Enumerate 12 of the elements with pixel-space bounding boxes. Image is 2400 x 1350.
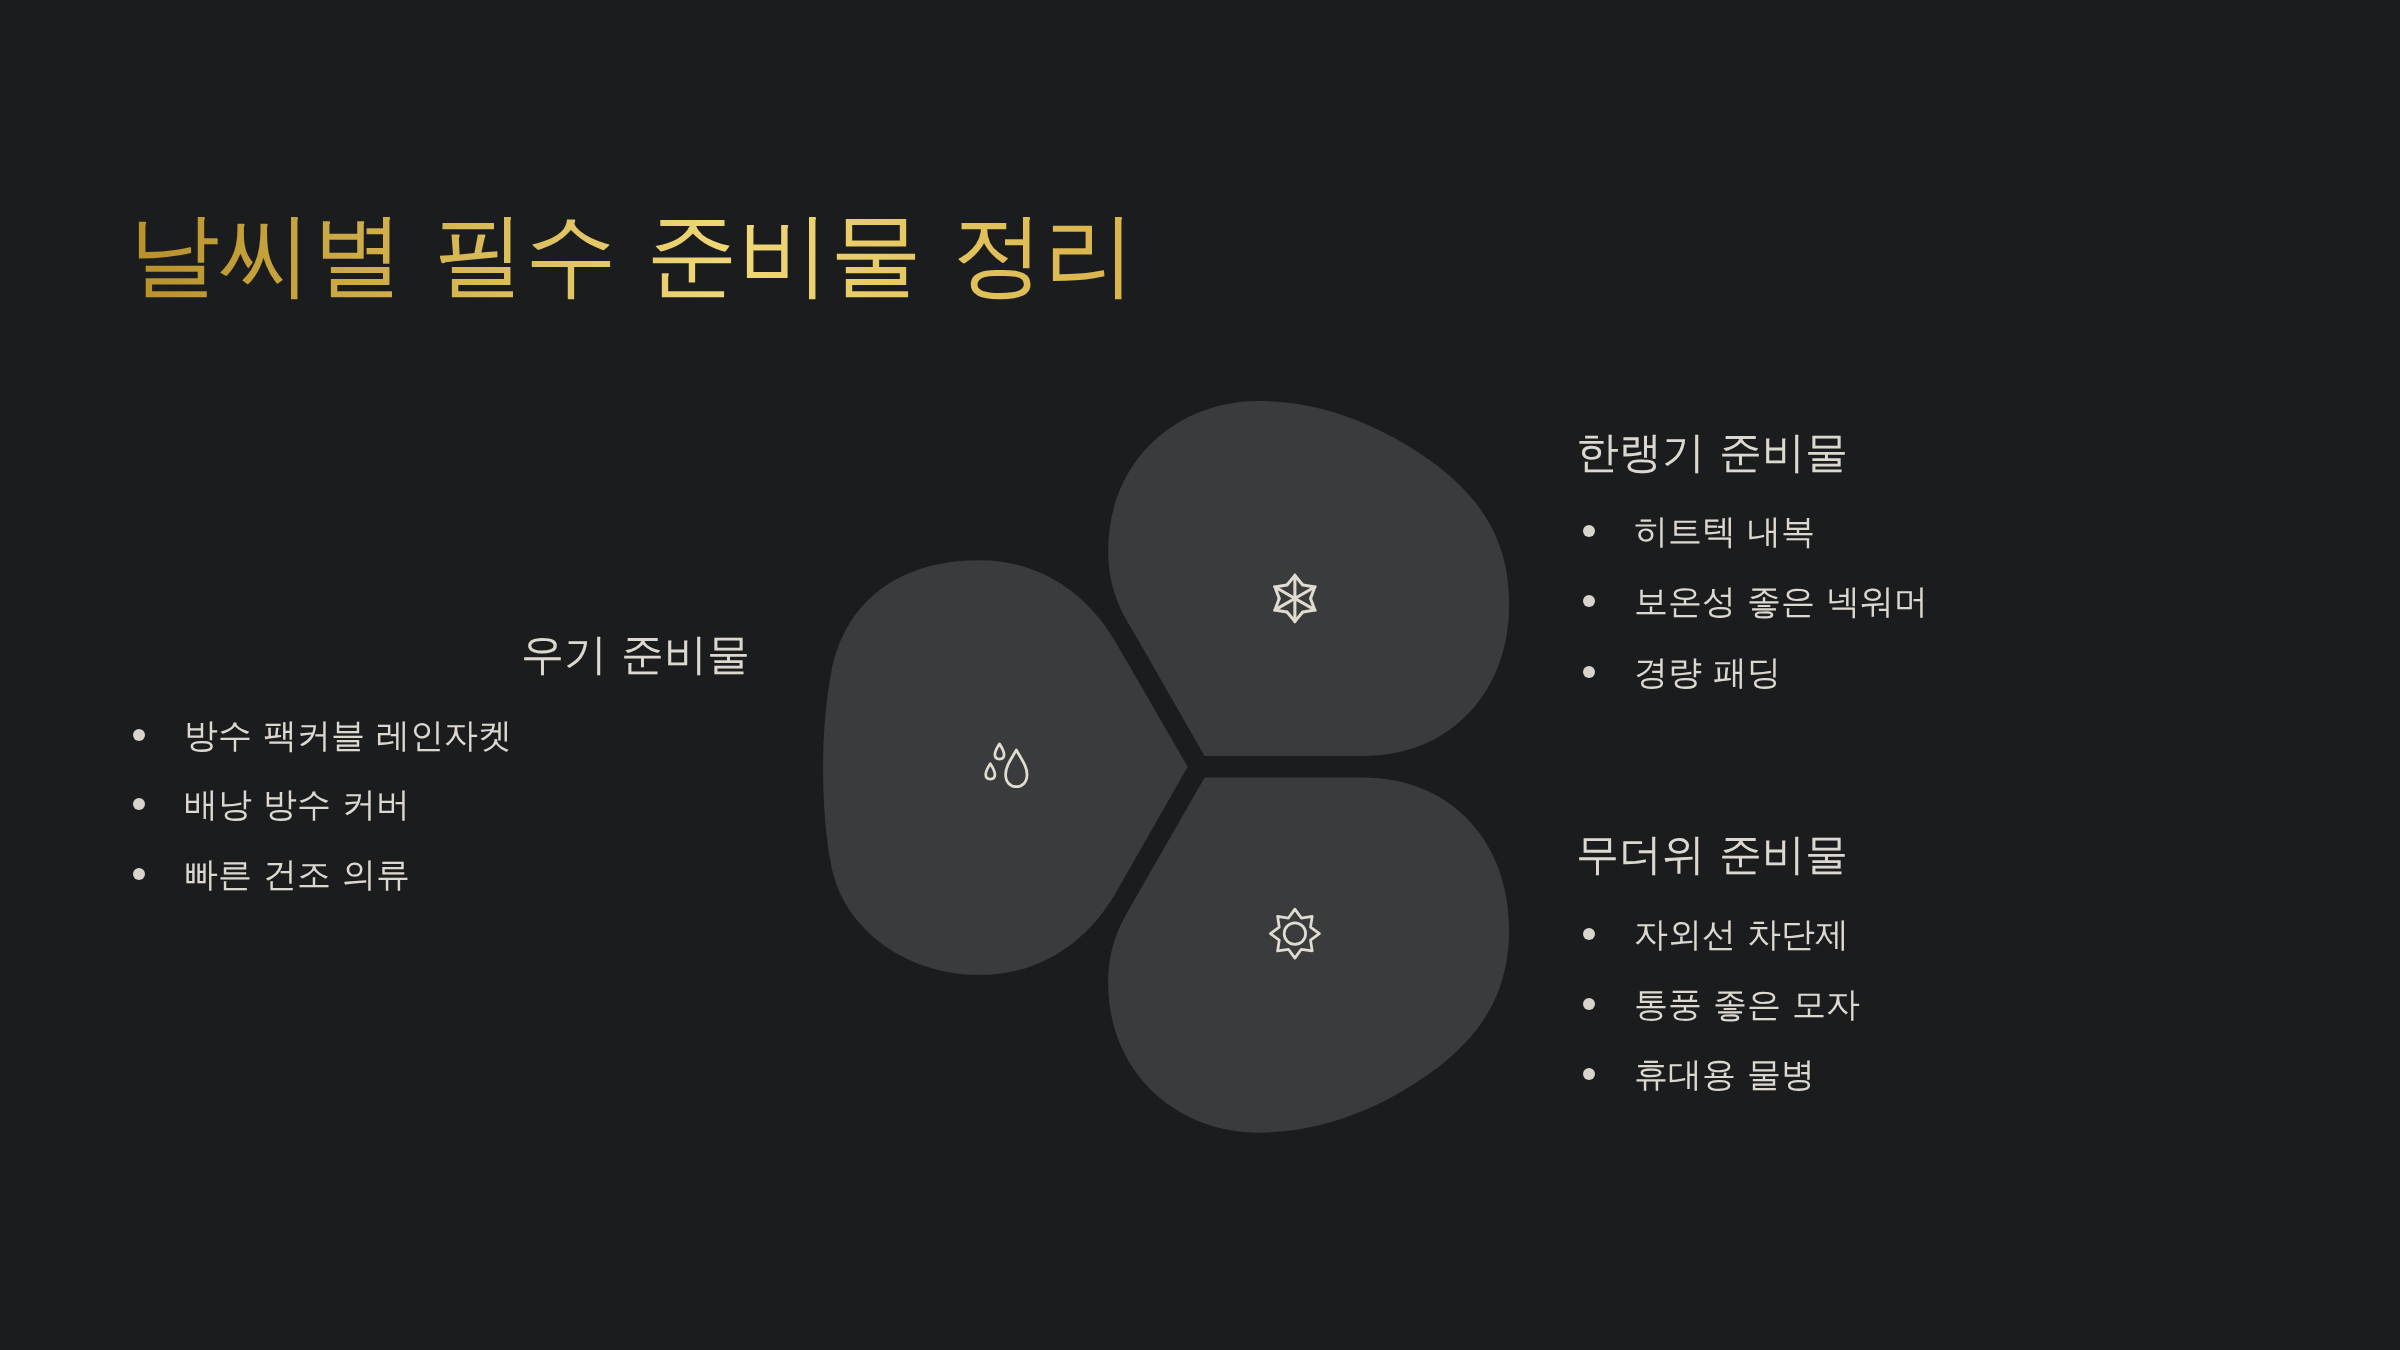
list-item: 방수 팩커블 레인자켓 <box>184 714 512 757</box>
section-heading: 무더위 준비물 <box>1576 828 1848 881</box>
list-item: 휴대용 물병 <box>1634 1053 1815 1096</box>
list-item: 배낭 방수 커버 <box>184 783 410 826</box>
section-heading: 우기 준비물 <box>521 628 750 681</box>
section-heading: 한랭기 준비물 <box>1576 426 1848 479</box>
list-item: 빠른 건조 의류 <box>184 853 410 896</box>
list-item: 보온성 좋은 넥워머 <box>1634 580 1928 623</box>
list-item: 히트텍 내복 <box>1634 510 1815 553</box>
list-item: 경량 패딩 <box>1634 651 1781 694</box>
list-item: 통풍 좋은 모자 <box>1634 983 1860 1026</box>
list-item: 자외선 차단제 <box>1634 913 1849 956</box>
